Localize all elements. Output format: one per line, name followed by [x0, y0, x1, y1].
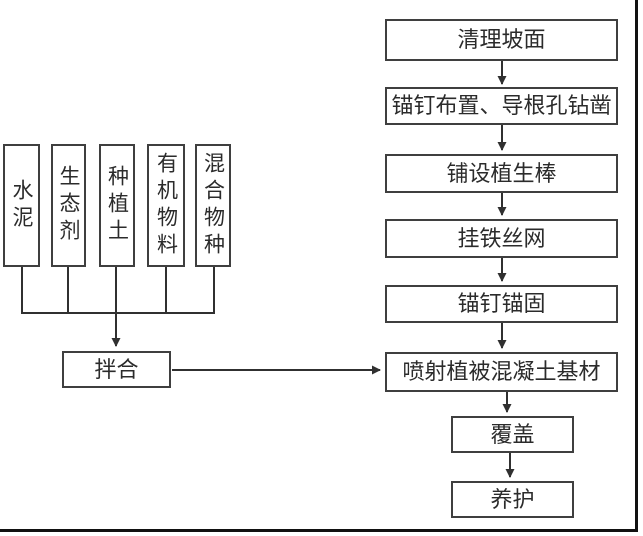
step-anchor-layout-drill-label: 锚钉布置、导根孔钻凿	[391, 93, 612, 118]
step-anchor-fixing: 锚钉锚固	[385, 285, 618, 323]
step-mixing: 拌合	[62, 351, 171, 388]
material-eco-agent: 生态剂	[51, 144, 86, 267]
material-organic: 有机物料	[147, 144, 185, 267]
material-planting-soil-label: 种植土	[105, 165, 130, 246]
step-anchor-fixing-label: 锚钉锚固	[457, 291, 546, 316]
material-cement: 水泥	[3, 144, 40, 267]
step-mixing-label: 拌合	[94, 356, 139, 382]
step-hang-wire-mesh-label: 挂铁丝网	[457, 225, 546, 251]
step-spray-concrete-substrate: 喷射植被混凝土基材	[385, 352, 618, 392]
step-cover-label: 覆盖	[490, 421, 535, 447]
material-eco-agent-label: 生态剂	[57, 165, 81, 246]
step-lay-planting-rods: 铺设植生棒	[385, 154, 618, 193]
material-seed-mix: 混合物种	[195, 144, 231, 267]
material-seed-mix-label: 混合物种	[201, 151, 226, 260]
step-cover: 覆盖	[451, 416, 574, 453]
step-clean-slope-label: 清理坡面	[457, 27, 546, 52]
step-anchor-layout-drill: 锚钉布置、导根孔钻凿	[385, 87, 618, 125]
step-clean-slope: 清理坡面	[385, 19, 618, 61]
step-spray-concrete-substrate-label: 喷射植被混凝土基材	[402, 359, 601, 384]
page-border-right	[635, 0, 638, 532]
step-curing-label: 养护	[490, 486, 535, 512]
material-organic-label: 有机物料	[154, 151, 179, 260]
step-curing: 养护	[451, 481, 574, 518]
step-hang-wire-mesh: 挂铁丝网	[385, 219, 618, 258]
page-border-bottom	[0, 529, 638, 532]
material-cement-label: 水泥	[10, 178, 34, 233]
material-planting-soil: 种植土	[99, 144, 135, 267]
step-lay-planting-rods-label: 铺设植生棒	[446, 160, 557, 186]
